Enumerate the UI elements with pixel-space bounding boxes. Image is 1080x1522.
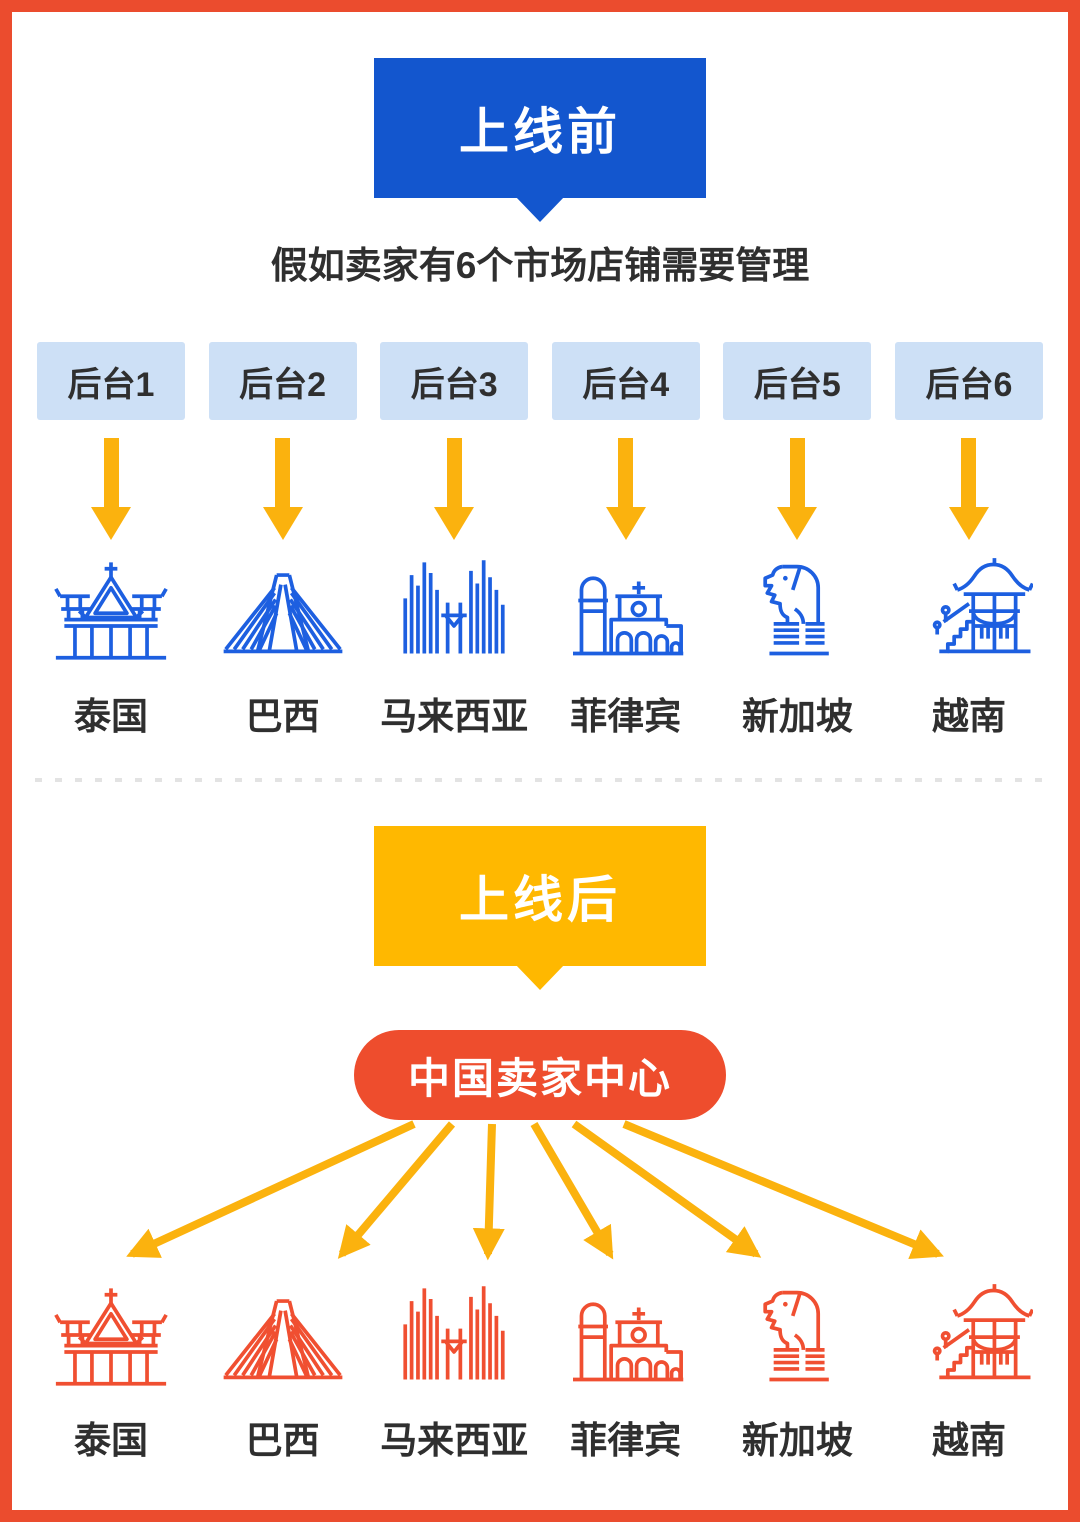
intro-text: 假如卖家有6个市场店铺需要管理: [270, 245, 810, 286]
backend-box-6: 后台6: [894, 342, 1043, 420]
philippines-church-icon: [552, 1280, 700, 1388]
down-arrow-icon: [380, 438, 528, 540]
landmark-row-after: [12, 1280, 1068, 1388]
country-label: 泰国: [74, 696, 148, 737]
country-label: 巴西: [245, 1420, 320, 1461]
banner-tail-icon: [515, 964, 565, 990]
country-label-row-before: 泰国 巴西 马来西亚 菲律宾 新加坡 越南: [12, 686, 1068, 740]
backend-row: 后台1 后台2 后台3 后台4 后台5 后台6: [12, 342, 1068, 420]
country-label: 巴西: [245, 696, 320, 737]
before-banner: 上线前: [374, 58, 706, 222]
landmark-row-before: [12, 554, 1068, 662]
country-label: 菲律宾: [570, 1420, 682, 1461]
down-arrow-row: [12, 438, 1068, 540]
philippines-church-icon: [552, 554, 700, 662]
after-banner-label: 上线后: [459, 872, 621, 928]
malaysia-towers-icon: [380, 554, 528, 662]
fan-arrows-icon: [126, 1120, 944, 1261]
country-label: 新加坡: [741, 696, 853, 737]
country-label: 新加坡: [741, 1420, 853, 1461]
country-label: 马来西亚: [380, 696, 529, 737]
banner-tail-icon: [515, 196, 565, 222]
brazil-bridge-icon: [209, 554, 357, 662]
backend-box-5: 后台5: [723, 342, 872, 420]
down-arrow-icon: [895, 438, 1043, 540]
brazil-bridge-icon: [209, 1280, 357, 1388]
country-label: 泰国: [74, 1420, 148, 1461]
down-arrow-icon: [552, 438, 700, 540]
thailand-temple-icon: [37, 1280, 185, 1388]
malaysia-towers-icon: [380, 1280, 528, 1388]
before-section: 上线前 假如卖家有6个市场店铺需要管理 后台1 后台2 后台3 后台4 后台5 …: [12, 58, 1068, 740]
after-banner: 上线后: [374, 826, 706, 990]
section-divider: [35, 778, 1045, 782]
before-banner-label: 上线前: [459, 104, 621, 160]
country-label: 菲律宾: [570, 696, 682, 737]
country-label-row-after: 泰国 巴西 马来西亚 菲律宾 新加坡 越南: [12, 1410, 1068, 1464]
backend-box-3: 后台3: [380, 342, 529, 420]
singapore-merlion-icon: [723, 1280, 871, 1388]
down-arrow-icon: [723, 438, 871, 540]
backend-box-2: 后台2: [208, 342, 357, 420]
down-arrow-icon: [37, 438, 185, 540]
country-label: 马来西亚: [380, 1420, 529, 1461]
backend-box-4: 后台4: [551, 342, 700, 420]
backend-box-1: 后台1: [37, 342, 185, 420]
country-label: 越南: [931, 696, 1006, 737]
thailand-temple-icon: [37, 554, 185, 662]
singapore-merlion-icon: [723, 554, 871, 662]
country-label: 越南: [931, 1420, 1006, 1461]
vietnam-pagoda-icon: [895, 554, 1043, 662]
after-section: 上线后 中国卖家中心 泰国 巴西: [12, 826, 1068, 1464]
down-arrow-icon: [209, 438, 357, 540]
seller-hub-pill: 中国卖家中心: [354, 1030, 726, 1120]
vietnam-pagoda-icon: [895, 1280, 1043, 1388]
